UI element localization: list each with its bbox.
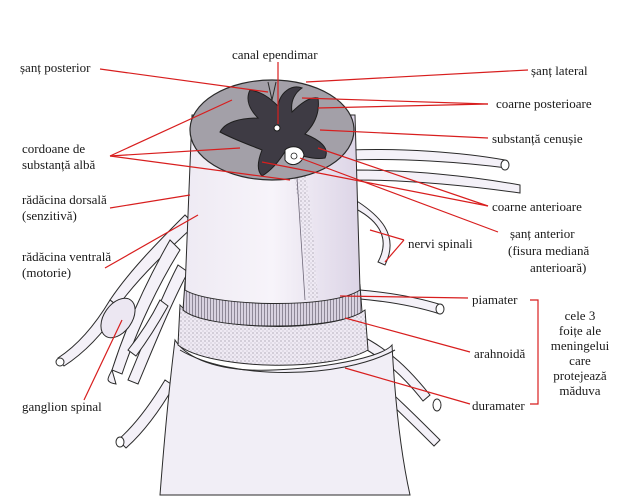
label-radacina-dorsala-line1: rădăcina dorsală [22, 192, 107, 207]
label-duramater: duramater [472, 398, 525, 413]
left-nerve-roots [57, 214, 196, 449]
label-radacina-dorsala-line2: (senzitivă) [22, 208, 77, 223]
central-canal [273, 124, 281, 132]
label-sant-posterior: șanț posterior [20, 60, 91, 75]
label-radacina-ventrala-line2: (motorie) [22, 265, 72, 280]
label-meninges-line3: meningelui [550, 338, 610, 353]
label-sant-anterior-line3: anterioară) [530, 260, 587, 275]
label-radacina-ventrala-line1: rădăcina ventrală [22, 249, 112, 264]
label-meninges-line6: măduva [559, 383, 601, 398]
ganglion-shape [100, 297, 136, 339]
label-nervi-spinali: nervi spinali [408, 236, 473, 251]
label-meninges-line2: foițe ale [558, 323, 602, 338]
label-arahnoida: arahnoidă [474, 346, 526, 361]
label-cordoane-line2: substanță albă [22, 157, 96, 172]
label-sant-anterior-line2: (fisura mediană [508, 243, 590, 258]
label-piamater: piamater [472, 292, 518, 307]
label-sant-lateral: șanț lateral [531, 63, 588, 78]
label-meninges-line1: cele 3 [564, 308, 596, 323]
label-sant-anterior-line1: șanț anterior [510, 226, 575, 241]
label-coarne-posterioare: coarne posterioare [496, 96, 592, 111]
label-cordoane-line1: cordoane de [22, 141, 86, 156]
label-substanta-cenusie: substanță cenușie [492, 131, 583, 146]
label-meninges-line4: care [569, 353, 591, 368]
label-coarne-anterioare: coarne anterioare [492, 199, 582, 214]
label-meninges-line5: protejează [553, 368, 607, 383]
label-canal-ependimar: canal ependimar [232, 47, 318, 62]
label-ganglion-spinal: ganglion spinal [22, 399, 102, 414]
leader-lines [83, 62, 539, 405]
